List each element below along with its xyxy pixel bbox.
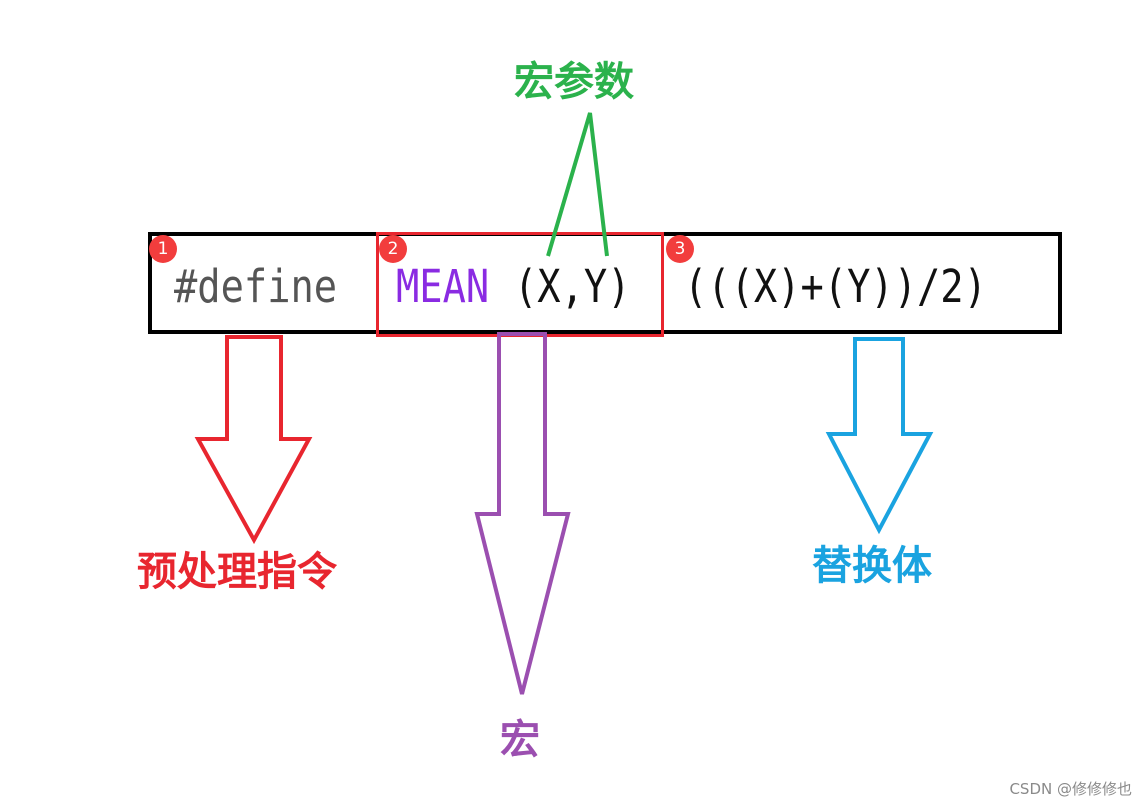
badge-1: 1 xyxy=(149,235,177,263)
badge-3: 3 xyxy=(666,235,694,263)
macro-name-text: MEAN xyxy=(396,260,490,313)
preprocessor-directive-label: 预处理指令 xyxy=(137,549,337,595)
macro-params-label: 宏参数 xyxy=(514,59,634,105)
replacement-body-text: (((X)+(Y))/2) xyxy=(684,260,987,313)
define-directive-text: #define xyxy=(174,260,338,313)
body-down-arrow xyxy=(825,337,934,535)
directive-down-arrow xyxy=(194,335,313,545)
replacement-body-label: 替换体 xyxy=(812,543,932,589)
badge-2: 2 xyxy=(379,235,407,263)
macro-params-text: (X,Y) xyxy=(514,260,631,313)
macro-down-arrow xyxy=(474,332,571,695)
watermark-text: CSDN @修修修也 xyxy=(1009,780,1132,798)
macro-label: 宏 xyxy=(500,717,540,763)
